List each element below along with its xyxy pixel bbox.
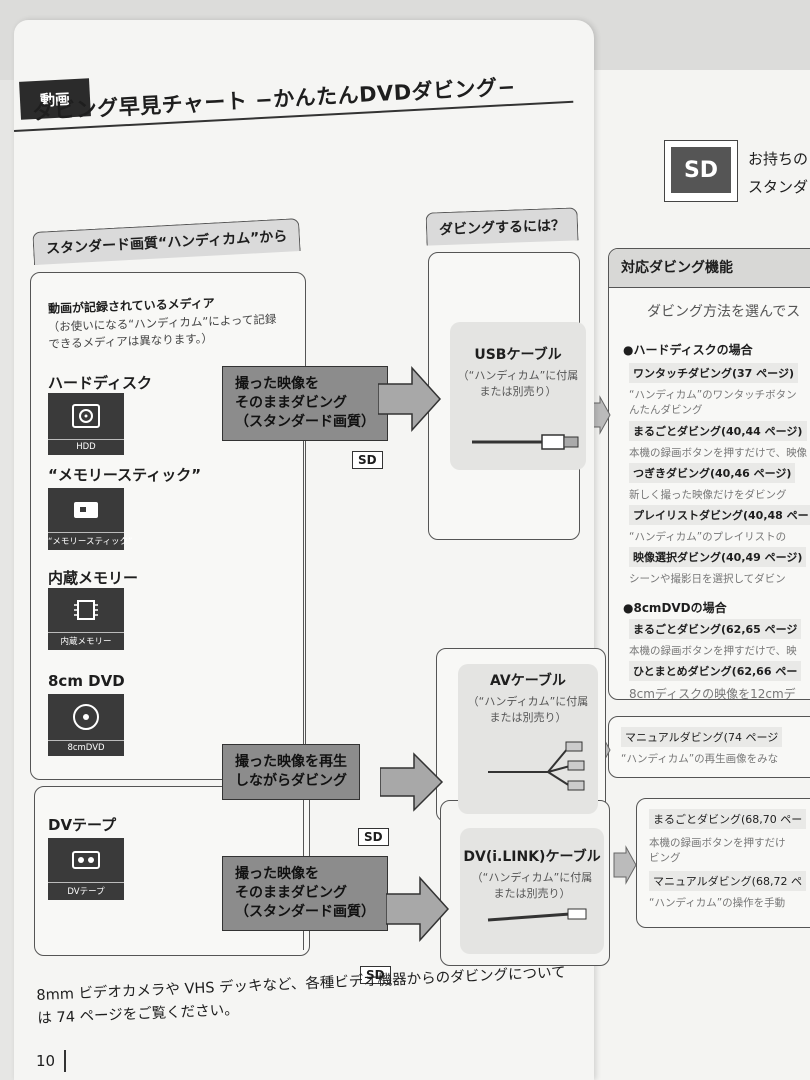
dvd-item: ひとまとめダビング(62,66 ペー 8cmディスクの映像を12cmデ	[629, 661, 802, 702]
av-cable-icon	[488, 741, 585, 791]
arrow-right-icon	[386, 876, 450, 942]
hdd-item: プレイリストダビング(40,48 ペー “ハンディカム”のプレイリストの	[629, 505, 810, 544]
page-number: 10	[36, 1052, 56, 1070]
av-cable-note: （“ハンディカム”に付属 または別売り）	[467, 695, 589, 724]
chevron-right-icon	[613, 845, 637, 885]
features-label: 対応ダビング機能	[609, 249, 810, 288]
media-tile-internal-memory: 内蔵メモリー	[48, 588, 124, 650]
action-box-direct-dubbing-dv: 撮った映像を そのままダビング （スタンダード画質）	[222, 856, 388, 931]
sd-frame: SD	[664, 140, 738, 202]
av-features-box: マニュアルダビング(74 ページ “ハンディカム”の再生画像をみな	[608, 716, 810, 778]
internal-memory-icon	[71, 588, 101, 632]
media-caption: 内蔵メモリー	[48, 632, 124, 650]
features-box: 対応ダビング機能 ダビング方法を選んでス ●ハードディスクの場合 ワンタッチダビ…	[608, 248, 810, 702]
dv-item: まるごとダビング(68,70 ペー 本機の録画ボタンを押すだけ ビング	[649, 809, 807, 865]
hdd-item: つぎきダビング(40,46 ページ) 新しく撮った映像だけをダビング	[629, 463, 796, 502]
choose-text: ダビング方法を選んでス	[647, 304, 801, 320]
dv-features-box: まるごとダビング(68,70 ペー 本機の録画ボタンを押すだけ ビング マニュア…	[636, 798, 810, 928]
usb-cable-note: （“ハンディカム”に付属 または別売り）	[457, 369, 579, 398]
dv-tape-icon	[71, 838, 101, 882]
av-cable-card: AVケーブル （“ハンディカム”に付属 または別売り）	[458, 664, 598, 814]
action-box-playback-dubbing: 撮った映像を再生 しながらダビング	[222, 744, 360, 800]
memory-stick-icon	[71, 488, 101, 532]
media-caption: HDD	[48, 439, 124, 455]
hdd-icon	[71, 393, 101, 439]
dv-cable-name: DV(i.LINK)ケーブル	[463, 849, 601, 865]
dvd-heading: ●8cmDVDの場合	[623, 601, 727, 615]
right-intro-1: お持ちの	[748, 150, 809, 168]
av-cable-name: AVケーブル	[490, 673, 566, 689]
right-page: SD お持ちの スタンダ 対応ダビング機能 ダビング方法を選んでス ●ハードディ…	[575, 70, 810, 1080]
media-label-memory-stick: “メモリースティック”	[48, 466, 202, 484]
page-number-bar	[64, 1050, 66, 1072]
media-caption: DVテープ	[48, 882, 124, 900]
sd-large-badge: SD	[671, 147, 731, 193]
right-intro-2: スタンダ	[748, 178, 809, 196]
hdd-item: ワンタッチダビング(37 ページ) “ハンディカム”のワンタッチボタン んたんダ…	[629, 363, 798, 417]
action-box-direct-dubbing: 撮った映像を そのままダビング （スタンダード画質）	[222, 366, 388, 441]
arrow-right-icon	[380, 752, 444, 812]
hdd-heading: ●ハードディスクの場合	[623, 343, 753, 357]
media-tile-8cm-dvd: 8cmDVD	[48, 694, 124, 756]
dvd-icon	[71, 694, 101, 740]
how-to-tab-label: ダビングするには？	[425, 207, 579, 246]
hdd-item: 映像選択ダビング(40,49 ページ) シーンや撮影日を選択してダビン	[629, 547, 807, 586]
hdd-item: まるごとダビング(40,44 ページ) 本機の録画ボタンを押すだけで、映像	[629, 421, 808, 460]
media-tile-memory-stick: “メモリースティック”	[48, 488, 132, 550]
media-tile-hdd: HDD	[48, 393, 124, 455]
dv-cable-card: DV(i.LINK)ケーブル （“ハンディカム”に付属 または別売り）	[460, 828, 604, 954]
dv-item: マニュアルダビング(68,72 ペ “ハンディカム”の操作を手動	[649, 871, 806, 910]
sd-badge: SD	[352, 451, 383, 469]
media-label-dv-tape: DVテープ	[48, 816, 117, 834]
dvd-item: まるごとダビング(62,65 ページ 本機の録画ボタンを押すだけで、映	[629, 619, 802, 658]
usb-cable-icon	[472, 434, 579, 450]
sd-badge: SD	[358, 828, 389, 846]
av-item: マニュアルダビング(74 ページ “ハンディカム”の再生画像をみな	[621, 727, 783, 766]
media-label-hdd: ハードディスク	[48, 374, 152, 392]
sd-badge: SD	[360, 966, 391, 984]
media-tile-dv-tape: DVテープ	[48, 838, 124, 900]
dv-cable-icon	[487, 908, 587, 922]
connector-line	[303, 430, 304, 950]
dv-cable-note: （“ハンディカム”に付属 または別売り）	[471, 871, 593, 900]
arrow-right-icon	[378, 366, 442, 432]
media-label-8cm-dvd: 8cm DVD	[48, 672, 125, 690]
usb-cable-name: USBケーブル	[474, 347, 562, 363]
media-label-internal-memory: 内蔵メモリー	[48, 569, 139, 587]
media-caption: 8cmDVD	[48, 740, 124, 756]
usb-cable-card: USBケーブル （“ハンディカム”に付属 または別売り）	[450, 322, 586, 470]
media-caption: “メモリースティック”	[48, 532, 132, 550]
